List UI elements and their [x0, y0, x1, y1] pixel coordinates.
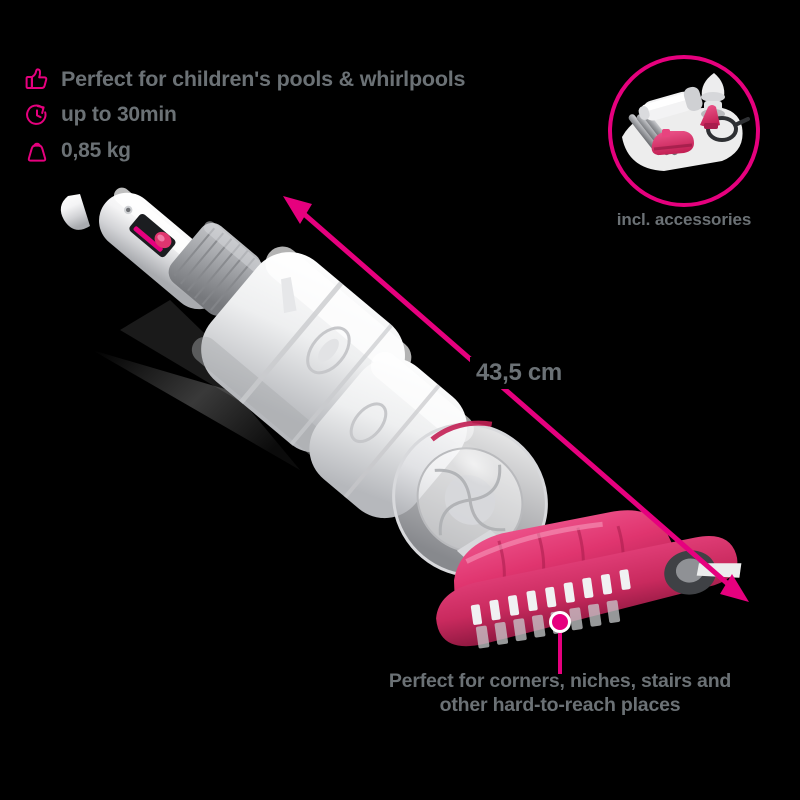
thumbs-up-icon	[22, 64, 52, 94]
callout-connector-line	[558, 626, 562, 674]
callout-caption: Perfect for corners, niches, stairs and …	[260, 669, 800, 717]
feature-item-children-pools: Perfect for children's pools & whirlpool…	[22, 62, 465, 96]
feature-item-label: 0,85 kg	[61, 139, 131, 162]
accessories-caption: incl. accessories	[616, 210, 752, 229]
feature-item-label: Perfect for children's pools & whirlpool…	[61, 66, 466, 91]
accessories-ring	[608, 55, 760, 207]
accessories-badge[interactable]	[608, 55, 760, 207]
feature-item-label: up to 30min	[61, 103, 177, 126]
dimension-label: 43,5 cm	[470, 357, 568, 389]
callout-caption-line-2: other hard-to-reach places	[439, 694, 681, 716]
weight-icon	[22, 136, 52, 166]
callout-dot-icon	[549, 611, 571, 633]
stopwatch-icon	[22, 100, 52, 130]
feature-item-runtime: up to 30min	[22, 98, 465, 132]
feature-list: Perfect for children's pools & whirlpool…	[22, 62, 465, 170]
feature-item-weight: 0,85 kg	[22, 134, 465, 168]
callout-caption-line-1: Perfect for corners, niches, stairs and	[388, 670, 732, 692]
